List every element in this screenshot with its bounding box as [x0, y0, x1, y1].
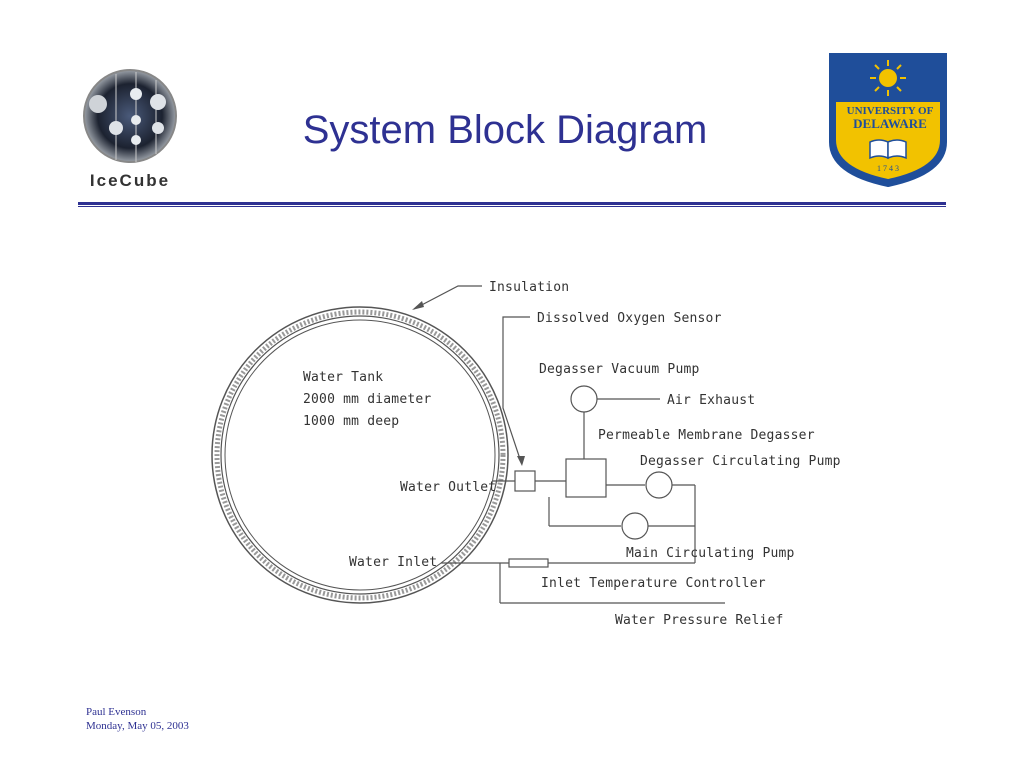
seal-line2: DELAWARE	[853, 116, 927, 131]
tank-label-line1: Water Tank	[303, 370, 383, 385]
do-sensor-box	[514, 470, 536, 492]
footer-author: Paul Evenson	[86, 706, 147, 718]
book-icon	[869, 139, 907, 160]
tank-label-line2: 2000 mm diameter	[303, 392, 431, 407]
membrane-label: Permeable Membrane Degasser	[598, 428, 815, 443]
icecube-logo-text: IceCube	[90, 171, 170, 190]
footer: Paul Evenson Monday, May 05, 2003	[86, 705, 189, 733]
do-sensor-label: Dissolved Oxygen Sensor	[537, 311, 722, 326]
university-of-delaware-seal: UNIVERSITY OF DELAWARE 1 7 4 3	[828, 52, 948, 188]
pressure-relief-label: Water Pressure Relief	[615, 613, 784, 628]
degasser-circ-pump-label: Degasser Circulating Pump	[640, 454, 841, 469]
do-sensor-leader	[502, 316, 530, 466]
slide-title: System Block Diagram	[302, 108, 708, 152]
tank-label-line3: 1000 mm deep	[303, 414, 399, 429]
membrane-degasser-box	[565, 458, 607, 498]
sun-icon	[870, 60, 906, 96]
main-circ-pump-symbol	[621, 512, 649, 540]
main-pump-label: Main Circulating Pump	[626, 546, 795, 561]
water-tank	[211, 306, 509, 604]
seal-year: 1 7 4 3	[877, 164, 899, 173]
insulation-leader	[412, 285, 482, 310]
water-outlet-label: Water Outlet	[400, 480, 496, 495]
vacuum-pump-label: Degasser Vacuum Pump	[539, 362, 700, 377]
footer-date: Monday, May 05, 2003	[86, 720, 189, 732]
title-rule-thick	[78, 202, 946, 205]
title-rule-thin	[78, 206, 946, 207]
inlet-temp-controller-box	[508, 558, 549, 568]
degasser-circ-pump-symbol	[645, 471, 673, 499]
air-exhaust-label: Air Exhaust	[667, 393, 755, 408]
inlet-temp-label: Inlet Temperature Controller	[541, 576, 766, 591]
vacuum-pump-symbol	[570, 385, 598, 413]
insulation-label: Insulation	[489, 280, 569, 295]
water-inlet-label: Water Inlet	[349, 555, 437, 570]
icecube-logo: IceCube	[78, 68, 182, 192]
seal-line1: UNIVERSITY OF	[847, 105, 934, 117]
